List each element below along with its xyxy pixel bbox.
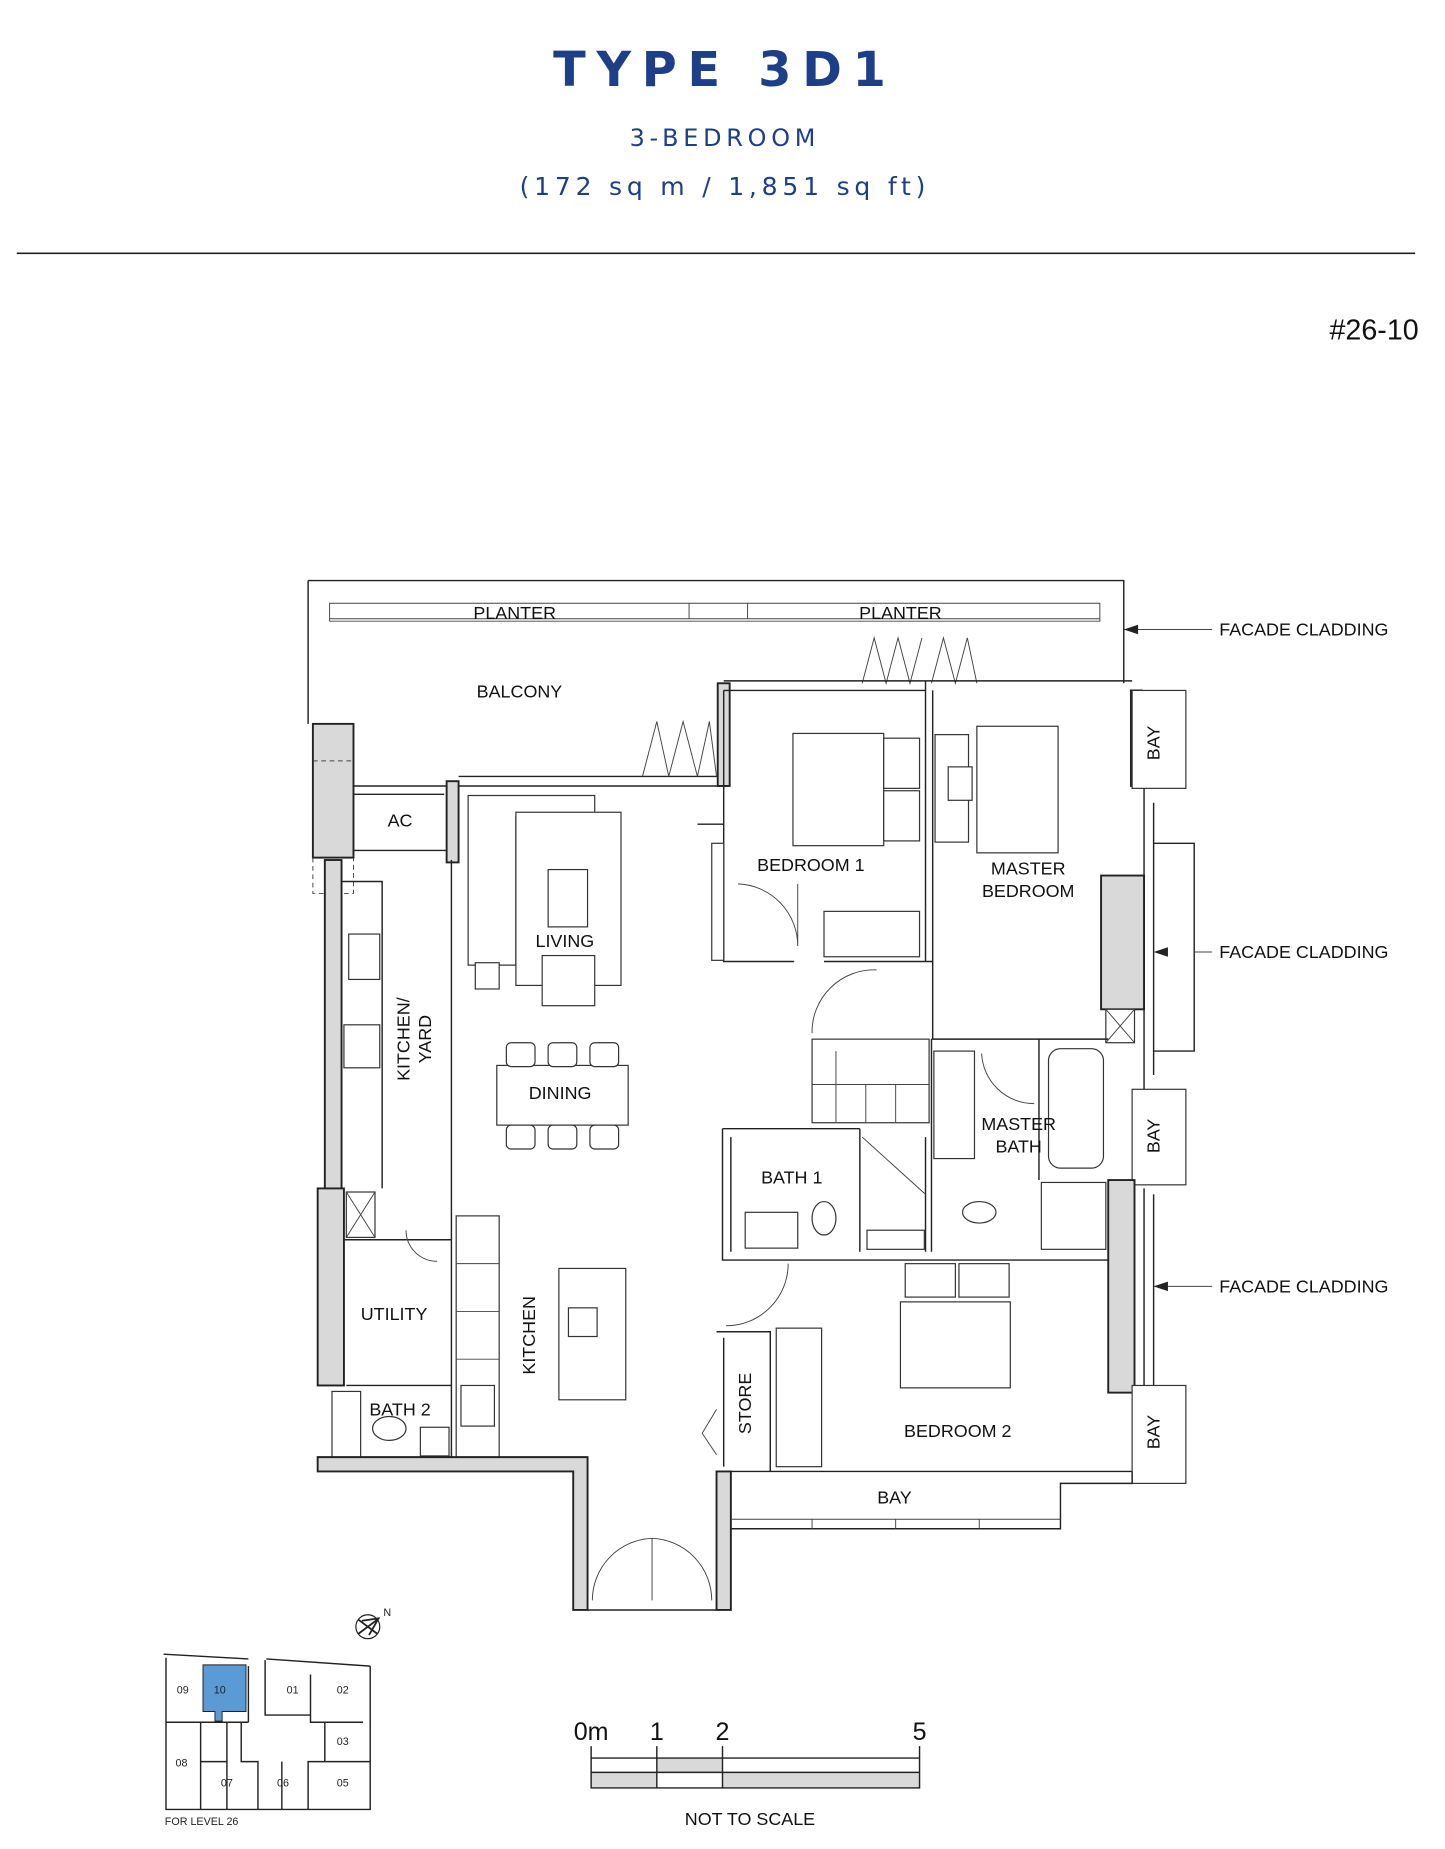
label-dining: DINING [529,1083,592,1103]
svg-text:01: 01 [287,1685,299,1697]
label-bath-2: BATH 2 [369,1399,430,1419]
svg-text:10: 10 [214,1685,226,1697]
callout-facade-cladding: FACADE CLADDING [1219,1276,1388,1296]
key-plan-unit-highlight [202,1664,247,1722]
label-planter: PLANTER [859,603,942,623]
label-ac: AC [388,811,413,831]
svg-text:08: 08 [176,1757,188,1769]
label-master-bath: BATH [995,1137,1041,1157]
label-bath-1: BATH 1 [761,1168,822,1188]
label-kitchen-yard: YARD [415,1015,435,1063]
unit-type: 3-BEDROOM [630,124,821,152]
svg-text:09: 09 [177,1685,189,1697]
page-title: TYPE 3D1 [553,43,896,98]
svg-text:07: 07 [221,1778,233,1790]
label-bay: BAY [1144,1119,1164,1154]
svg-text:N: N [383,1607,391,1619]
label-kitchen-yard: KITCHEN/ [394,997,414,1081]
scale-bar: 0m 1 2 5 NOT TO SCALE [574,1718,927,1829]
svg-text:0m: 0m [574,1718,609,1746]
svg-text:06: 06 [277,1778,289,1790]
label-kitchen: KITCHEN [519,1296,539,1375]
scale-note: NOT TO SCALE [685,1809,815,1829]
key-plan: N 09 10 01 02 03 08 07 06 05 FOR LEVEL 2… [163,1607,391,1828]
label-planter: PLANTER [473,603,556,623]
callout-facade-cladding: FACADE CLADDING [1219,942,1388,962]
svg-text:05: 05 [337,1778,349,1790]
unit-number: #26-10 [1329,314,1418,346]
svg-text:03: 03 [337,1736,349,1748]
north-arrow-icon [355,1614,381,1640]
label-bedroom-1: BEDROOM 1 [757,855,864,875]
key-plan-caption: FOR LEVEL 26 [165,1816,239,1828]
svg-text:02: 02 [337,1685,349,1697]
svg-text:5: 5 [913,1718,927,1746]
label-master-bedroom: BEDROOM [982,881,1075,901]
label-bay: BAY [1144,726,1164,761]
label-utility: UTILITY [361,1304,428,1324]
label-balcony: BALCONY [477,682,563,702]
label-store: STORE [735,1373,755,1434]
label-bay: BAY [1144,1415,1164,1450]
floor-plan: PLANTER PLANTER BALCONY AC LIVING BEDROO… [307,579,1388,1611]
svg-text:1: 1 [650,1718,664,1746]
label-bedroom-2: BEDROOM 2 [904,1421,1011,1441]
label-master-bedroom: MASTER [991,858,1066,878]
label-living: LIVING [536,931,595,951]
callout-facade-cladding: FACADE CLADDING [1219,620,1388,640]
label-bay: BAY [877,1488,912,1508]
svg-text:2: 2 [716,1718,730,1746]
label-master-bath: MASTER [981,1114,1056,1134]
unit-area: (172 sq m / 1,851 sq ft) [520,172,931,201]
